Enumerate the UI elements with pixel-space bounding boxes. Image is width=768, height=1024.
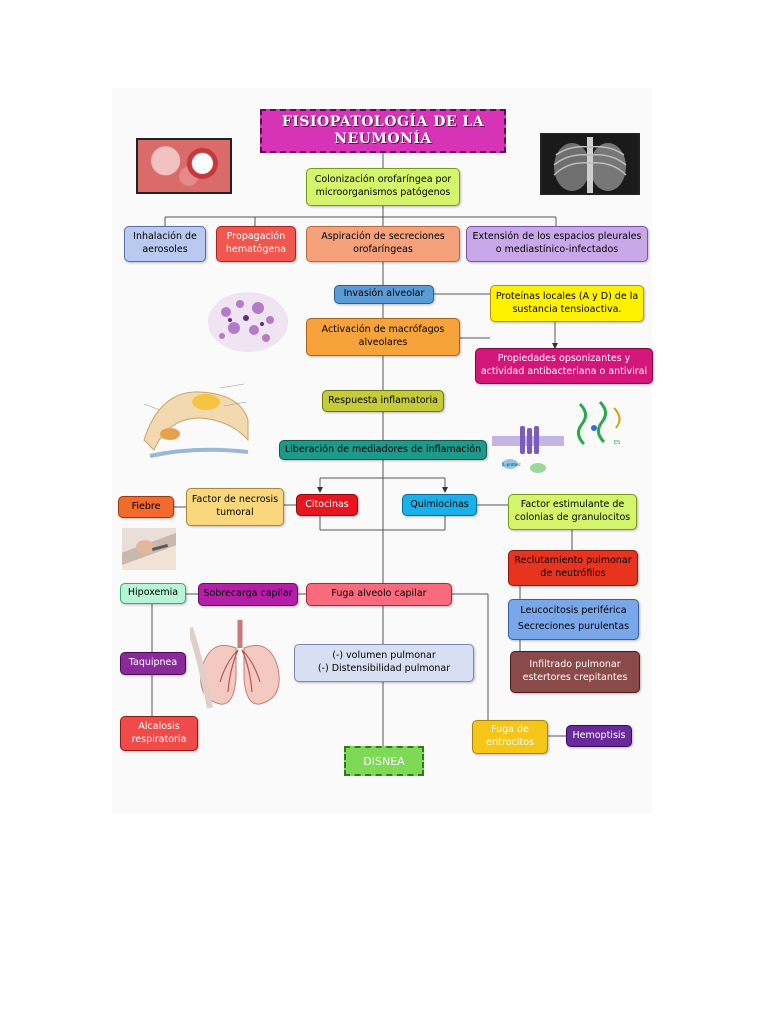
membrane-label: IL-proteic [502, 462, 521, 467]
proteinas-node: Proteínas locales (A y D) de la sustanci… [490, 285, 644, 322]
factor-estimulante-node: Factor estimulante de colonias de granul… [508, 494, 637, 530]
membrane-receptor-image: IL-proteic [492, 426, 564, 473]
citocinas-node: Citocinas [296, 494, 358, 516]
lungs-anatomy-image [190, 620, 280, 709]
hemoptisis-node: Hemoptisis [566, 725, 632, 747]
invasion-node: Invasión alveolar [334, 285, 434, 304]
fever-patient-image [122, 528, 176, 570]
protein-structure-image: ES [577, 400, 621, 446]
volumen-node: (-) volumen pulmonar (-) Distensibilidad… [294, 644, 474, 682]
extension-node: Extensión de los espacios pleurales o me… [466, 226, 648, 262]
fuga-eritrocitos-node: Fuga de eritrocitos [472, 720, 548, 754]
leucocitosis-node: Leucocitosis periférica Secreciones puru… [508, 599, 639, 640]
activacion-node: Activación de macrófagos alveolares [306, 318, 460, 356]
volumen-line-1: (-) volumen pulmonar [332, 650, 436, 662]
lung-tissue-image [136, 138, 232, 194]
chest-xray-image [540, 133, 640, 195]
alcalosis-node: Alcalosis respiratoria [120, 716, 198, 751]
colonizacion-node: Colonización orofaríngea por microorgani… [306, 168, 460, 206]
infiltrado-node: Infiltrado pulmonar estertores crepitant… [510, 651, 640, 693]
alveolar-cells-image [208, 292, 288, 352]
propagacion-node: Propagación hematógena [216, 226, 296, 262]
aspiracion-node: Aspiración de secreciones orofaríngeas [306, 226, 460, 262]
leucocitosis-line-1: Leucocitosis periférica [520, 605, 627, 617]
protein-label: ES [614, 440, 620, 446]
sobrecarga-node: Sobrecarga capilar [198, 583, 298, 606]
tnf-node: Factor de necrosis tumoral [186, 488, 284, 526]
alveolus-diagram-image [143, 383, 249, 458]
leucocitosis-line-2: Secreciones purulentas [517, 621, 630, 632]
disnea-node: DISNEA [344, 746, 424, 776]
reclutamiento-node: Reclutamiento pulmonar de neutrófilos [508, 550, 638, 586]
hipoxemia-node: Hipoxemia [120, 583, 186, 604]
propiedades-node: Propiedades opsonizantes y actividad ant… [475, 348, 653, 384]
inhalacion-node: Inhalación de aerosoles [124, 226, 206, 262]
respuesta-node: Respuesta inflamatoria [322, 390, 444, 412]
volumen-line-2: (-) Distensibilidad pulmonar [317, 663, 451, 674]
liberacion-node: Liberación de mediadores de inflamación [279, 440, 487, 460]
fuga-node: Fuga alveolo capilar [306, 583, 452, 606]
taquipnea-node: Taquipnea [120, 652, 186, 675]
page-title: FISIOPATOLOGÍA DE LA NEUMONÍA [260, 109, 506, 153]
fiebre-node: Fiebre [118, 496, 174, 518]
quimiocinas-node: Quimiocinas [402, 494, 477, 516]
